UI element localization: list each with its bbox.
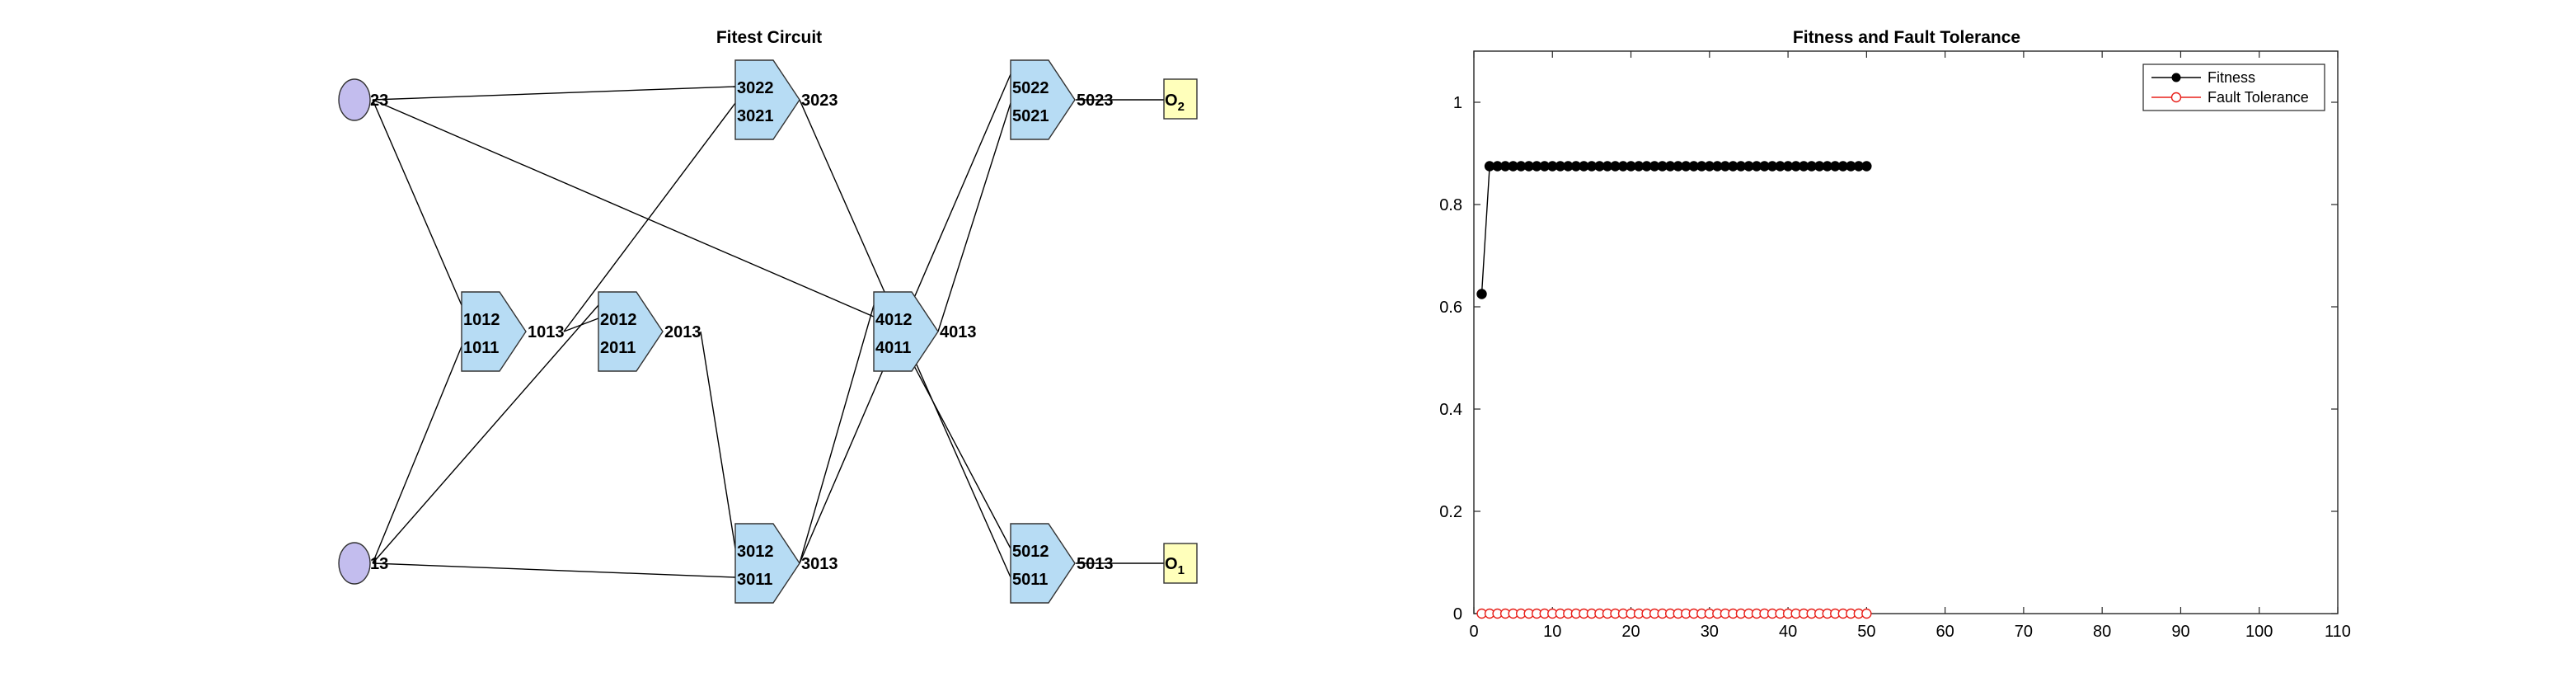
legend-label-fault-tolerance: Fault Tolerance (2208, 89, 2309, 106)
output-node-o1: O1 (1163, 543, 1198, 584)
data-point-fitness (1476, 289, 1487, 299)
legend-box (2142, 64, 2325, 111)
data-point-fitness (1861, 161, 1872, 172)
y-tick-label: 1 (1453, 94, 1462, 112)
gate-output-label: 1013 (528, 323, 565, 341)
gate-input-bottom-label: 5021 (1012, 107, 1049, 125)
input-node-shape (338, 78, 371, 121)
legend-marker-fault-tolerance (2170, 92, 2182, 103)
axis-ticks: 0 10 20 30 40 50 60 70 80 90 100 110 0 0.2 0.4 0.6 0.8 1 (1439, 51, 2351, 641)
input-node-shape (338, 542, 371, 585)
series-markers (1476, 161, 1872, 619)
gate-5023: 5022 5021 5023 (1010, 59, 1114, 140)
gate-input-top-label: 5012 (1012, 543, 1049, 561)
output-node-o2: O2 (1163, 78, 1198, 120)
chart-legend: Fitness Fault Tolerance (2142, 64, 2325, 111)
gate-shape (598, 291, 664, 372)
gate-output-label: 5023 (1077, 92, 1114, 110)
y-tick-label: 0.6 (1439, 299, 1462, 317)
output-node-letter: O (1165, 92, 1178, 110)
y-tick-label: 0 (1453, 605, 1462, 623)
wire (563, 318, 599, 332)
gate-output-label: 5013 (1077, 555, 1114, 573)
gate-shape (461, 291, 527, 372)
gate-input-bottom-label: 3011 (737, 571, 772, 589)
x-tick-label: 0 (1469, 623, 1478, 641)
gate-input-top-label: 3022 (737, 79, 774, 97)
gate-4013: 4012 4011 4013 (873, 291, 977, 372)
x-tick-label: 10 (1543, 623, 1561, 641)
wire (372, 99, 462, 306)
x-tick-label: 20 (1621, 623, 1640, 641)
y-tick-label: 0.8 (1439, 196, 1462, 214)
gate-input-bottom-label: 1011 (463, 339, 499, 357)
wire (372, 346, 462, 564)
output-node-shape (1163, 78, 1198, 120)
wire (937, 102, 1011, 332)
gate-input-top-label: 4012 (875, 311, 913, 329)
circuit-gates: 1012 1011 1013 2012 2011 2013 3022 3021 3023 3012… (461, 59, 1114, 604)
wire (372, 304, 599, 564)
wire (563, 102, 736, 332)
gate-input-bottom-label: 2011 (600, 339, 636, 357)
y-tick-label: 0.2 (1439, 503, 1462, 521)
x-tick-label: 90 (2171, 623, 2189, 641)
gate-shape (734, 523, 800, 604)
x-tick-label: 110 (2325, 623, 2351, 641)
gate-input-top-label: 5022 (1012, 79, 1049, 97)
circuit-wires (372, 73, 1164, 578)
gate-1013: 1012 1011 1013 (461, 291, 565, 372)
wire (372, 86, 736, 101)
gate-shape (734, 59, 800, 140)
legend-label-fitness: Fitness (2208, 69, 2255, 86)
output-node-subscript: 2 (1178, 100, 1185, 114)
gate-input-top-label: 2012 (600, 311, 637, 329)
output-node-label: O2 (1165, 92, 1185, 114)
x-tick-label: 40 (1779, 623, 1797, 641)
gate-output-label: 3013 (801, 555, 838, 573)
plot-area (1473, 50, 2339, 614)
gate-input-top-label: 3012 (737, 543, 774, 561)
x-tick-label: 80 (2093, 623, 2111, 641)
wire (700, 331, 736, 549)
x-tick-label: 50 (1857, 623, 1875, 641)
gate-5013: 5012 5011 5013 (1010, 523, 1114, 604)
circuit-title: Fitest Circuit (716, 28, 822, 47)
gate-3013: 3012 3011 3013 (734, 523, 838, 604)
wire (799, 304, 875, 564)
legend-marker-fitness (2171, 73, 2181, 82)
x-tick-label: 30 (1701, 623, 1719, 641)
output-node-label: O1 (1165, 555, 1185, 577)
output-node-shape (1163, 543, 1198, 584)
gate-shape (873, 291, 939, 372)
input-node-23: 23 (338, 78, 388, 121)
fitest-circuit-diagram: Fitest Circuit 23 13 1012101110132012201… (338, 28, 1198, 604)
data-point-fault-tolerance (1861, 608, 1872, 619)
y-tick-label: 0.4 (1439, 401, 1462, 419)
x-tick-label: 100 (2245, 623, 2273, 641)
input-node-label: 23 (370, 92, 388, 110)
input-node-13: 13 (338, 542, 388, 585)
output-node-subscript: 1 (1178, 563, 1185, 577)
chart-title: Fitness and Fault Tolerance (1793, 28, 2020, 47)
gate-shape (1010, 59, 1076, 140)
gate-2013: 2012 2011 2013 (598, 291, 701, 372)
x-tick-label: 60 (1936, 623, 1954, 641)
wire (372, 562, 736, 578)
output-node-letter: O (1165, 555, 1178, 573)
gate-input-bottom-label: 5011 (1012, 571, 1048, 589)
gate-output-label: 3023 (801, 92, 838, 110)
gate-input-bottom-label: 4011 (875, 339, 911, 357)
gate-3023: 3022 3021 3023 (734, 59, 838, 140)
input-node-label: 13 (370, 555, 388, 573)
wire (372, 99, 875, 318)
gate-shape (1010, 523, 1076, 604)
gate-output-label: 2013 (664, 323, 701, 341)
gate-input-top-label: 1012 (463, 311, 500, 329)
gate-input-bottom-label: 3021 (737, 107, 774, 125)
gate-output-label: 4013 (940, 323, 977, 341)
x-tick-label: 70 (2015, 623, 2033, 641)
